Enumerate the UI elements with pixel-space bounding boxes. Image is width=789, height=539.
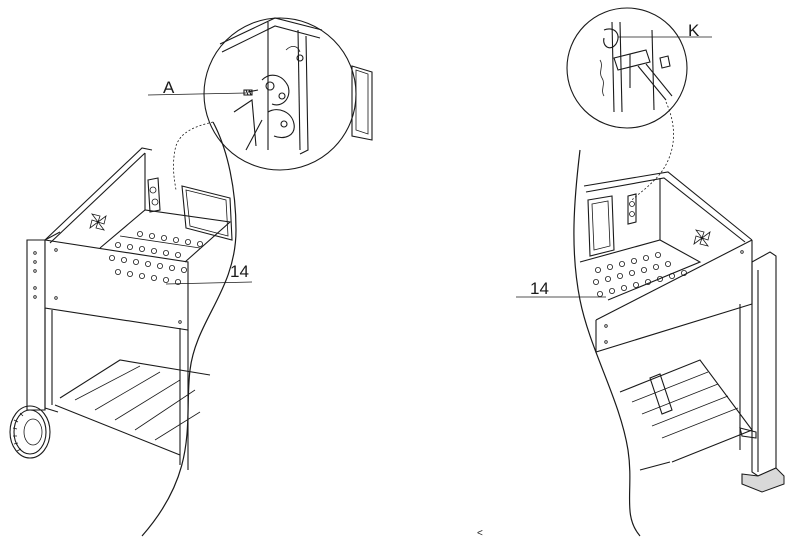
- callout-k-label: K: [688, 21, 700, 40]
- right-break-line: [573, 149, 641, 537]
- right-lower-frame: [619, 304, 757, 471]
- right-planter-box: [579, 171, 753, 353]
- detail-circle-a: [203, 17, 373, 171]
- right-view: K 14: [516, 7, 785, 537]
- left-view: A 14: [9, 17, 373, 537]
- right-perforated-floor: [593, 251, 688, 297]
- detail-k-connector: [631, 101, 674, 201]
- callout-a-label: A: [163, 78, 175, 97]
- left-perforated-floor: [109, 230, 203, 285]
- part-14-right: 14: [516, 279, 606, 298]
- left-lower-frame: [44, 308, 211, 470]
- left-wheel: [9, 405, 59, 459]
- left-break-line: [141, 121, 237, 537]
- right-vent-icon: [693, 229, 711, 247]
- screw-a-icon: [243, 89, 253, 96]
- callout-a: A: [147, 78, 247, 97]
- part-14-left: 14: [165, 262, 253, 285]
- stray-mark: <: [477, 528, 483, 539]
- part-14-right-label: 14: [530, 279, 549, 298]
- right-leg: [741, 251, 785, 493]
- detail-a-connector: [173, 121, 214, 191]
- callout-k: K: [618, 21, 712, 40]
- part-14-left-label: 14: [230, 262, 249, 281]
- left-vent-icon: [89, 213, 107, 231]
- left-planter-box: [44, 147, 233, 331]
